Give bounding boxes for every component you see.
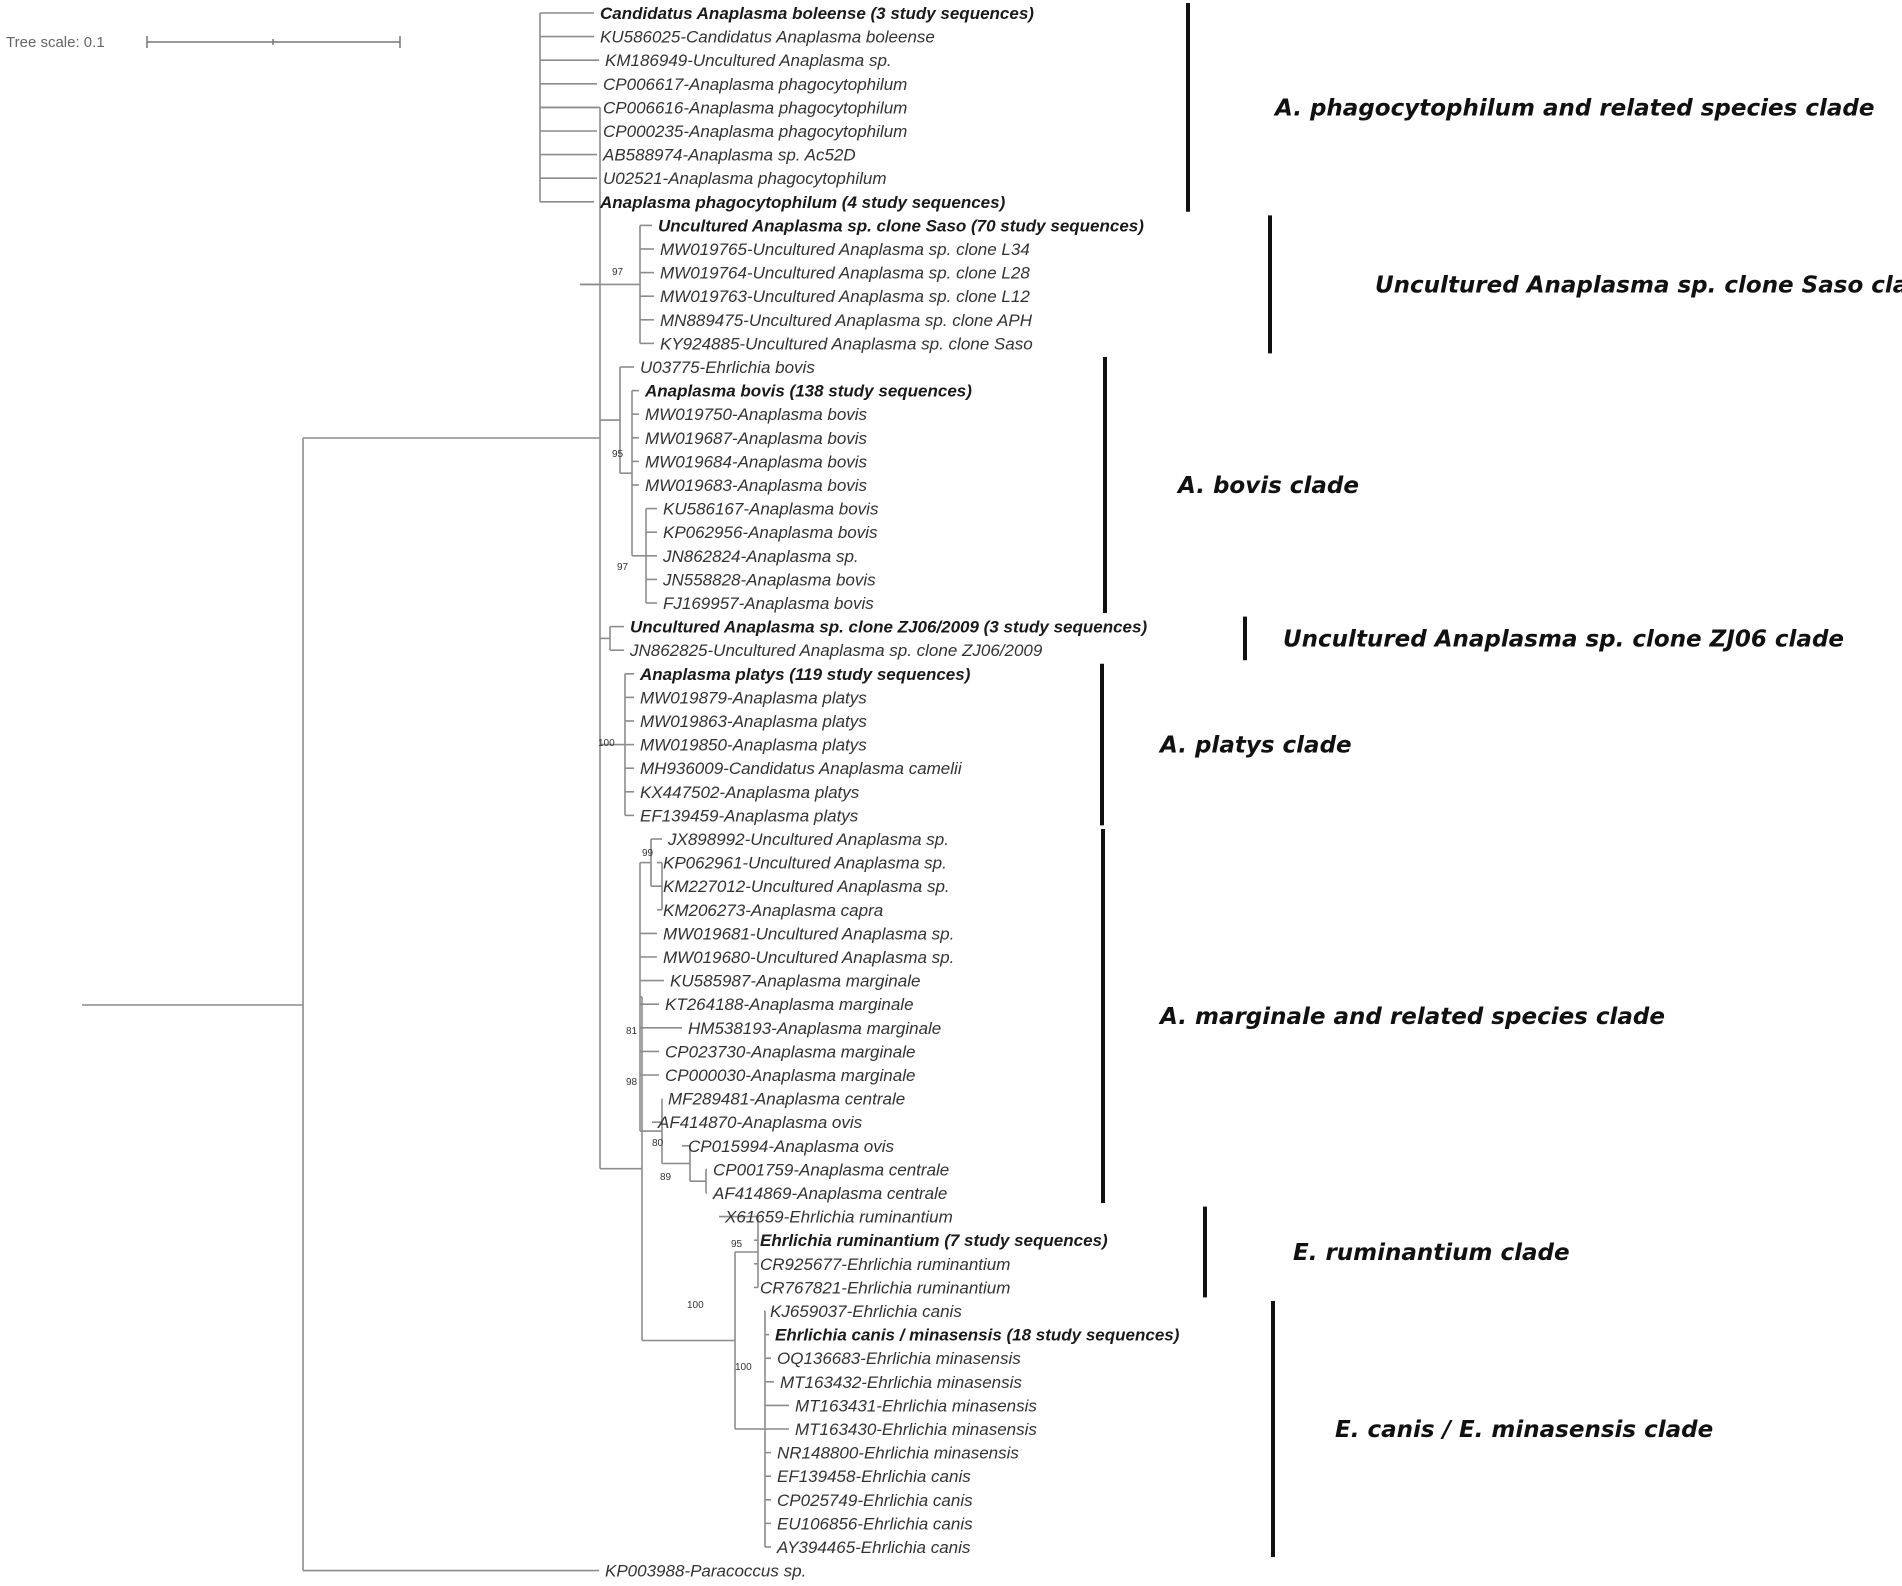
leaf-label: MW019764-Uncultured Anaplasma sp. clone … bbox=[660, 264, 1030, 283]
support-value: 95 bbox=[731, 1239, 743, 1250]
leaf-label: KP062961-Uncultured Anaplasma sp. bbox=[663, 854, 947, 873]
leaf-label: CP000235-Anaplasma phagocytophilum bbox=[603, 122, 907, 141]
leaf-label: KU585987-Anaplasma marginale bbox=[670, 972, 920, 991]
leaf-label: MT163430-Ehrlichia minasensis bbox=[795, 1420, 1037, 1439]
leaf-label: MF289481-Anaplasma centrale bbox=[668, 1090, 905, 1109]
leaf-label: KT264188-Anaplasma marginale bbox=[665, 995, 914, 1014]
leaf-label: U02521-Anaplasma phagocytophilum bbox=[603, 169, 887, 188]
leaf-label: CP006616-Anaplasma phagocytophilum bbox=[603, 98, 907, 117]
leaf-label: Candidatus Anaplasma boleense (3 study s… bbox=[600, 4, 1034, 23]
leaf-label: KX447502-Anaplasma platys bbox=[640, 783, 860, 802]
support-value: 80 bbox=[652, 1138, 664, 1149]
support-value: 95 bbox=[612, 449, 624, 460]
leaf-label: KJ659037-Ehrlichia canis bbox=[770, 1302, 962, 1321]
leaf-label: AY394465-Ehrlichia canis bbox=[776, 1538, 971, 1557]
leaf-labels: Candidatus Anaplasma boleense (3 study s… bbox=[599, 4, 1180, 1581]
clade-label: E. ruminantium clade bbox=[1293, 1240, 1570, 1266]
clade-label: Uncultured Anaplasma sp. clone ZJ06 clad… bbox=[1283, 626, 1844, 652]
support-value: 100 bbox=[687, 1300, 704, 1311]
support-value: 89 bbox=[660, 1172, 672, 1183]
leaf-label: NR148800-Ehrlichia minasensis bbox=[777, 1444, 1019, 1463]
leaf-label: MW019879-Anaplasma platys bbox=[640, 688, 867, 707]
leaf-label: JN862825-Uncultured Anaplasma sp. clone … bbox=[629, 641, 1043, 660]
leaf-label: OQ136683-Ehrlichia minasensis bbox=[777, 1349, 1021, 1368]
clade-label: A. phagocytophilum and related species c… bbox=[1273, 95, 1874, 121]
leaf-label: MN889475-Uncultured Anaplasma sp. clone … bbox=[660, 311, 1033, 330]
leaf-label: FJ169957-Anaplasma bovis bbox=[663, 594, 874, 613]
leaf-label: CP000030-Anaplasma marginale bbox=[665, 1066, 915, 1085]
clade-label: A. marginale and related species clade bbox=[1158, 1004, 1665, 1030]
support-value: 98 bbox=[626, 1077, 638, 1088]
leaf-label: Uncultured Anaplasma sp. clone ZJ06/2009… bbox=[630, 618, 1147, 637]
leaf-label: MW019763-Uncultured Anaplasma sp. clone … bbox=[660, 287, 1030, 306]
support-value: 81 bbox=[626, 1026, 638, 1037]
tree-scale: Tree scale: 0.1 bbox=[6, 34, 401, 51]
leaf-label: CP023730-Anaplasma marginale bbox=[665, 1042, 915, 1061]
leaf-label: KM206273-Anaplasma capra bbox=[663, 901, 883, 920]
leaf-label: AF414869-Anaplasma centrale bbox=[712, 1184, 947, 1203]
leaf-label: EU106856-Ehrlichia canis bbox=[777, 1514, 973, 1533]
tree-scale-label: Tree scale: 0.1 bbox=[6, 34, 105, 51]
support-value: 100 bbox=[735, 1362, 752, 1373]
leaf-label: KU586167-Anaplasma bovis bbox=[663, 500, 879, 519]
leaf-label: MH936009-Candidatus Anaplasma camelii bbox=[640, 759, 963, 778]
leaf-label: MW019684-Anaplasma bovis bbox=[645, 452, 868, 471]
leaf-label: MW019680-Uncultured Anaplasma sp. bbox=[663, 948, 954, 967]
leaf-label: Anaplasma phagocytophilum (4 study seque… bbox=[599, 193, 1006, 212]
leaf-label: EF139458-Ehrlichia canis bbox=[777, 1467, 971, 1486]
leaf-label: MW019765-Uncultured Anaplasma sp. clone … bbox=[660, 240, 1030, 259]
leaf-label: JN862824-Anaplasma sp. bbox=[662, 547, 859, 566]
clade-annotations: A. phagocytophilum and related species c… bbox=[1100, 3, 1902, 1557]
support-value: 97 bbox=[617, 562, 629, 573]
support-value: 97 bbox=[612, 267, 624, 278]
leaf-label: CP015994-Anaplasma ovis bbox=[688, 1137, 895, 1156]
leaf-label: JX898992-Uncultured Anaplasma sp. bbox=[667, 830, 949, 849]
leaf-label: JN558828-Anaplasma bovis bbox=[662, 570, 876, 589]
leaf-label: Ehrlichia canis / minasensis (18 study s… bbox=[775, 1326, 1180, 1345]
leaf-label: CR767821-Ehrlichia ruminantium bbox=[760, 1278, 1010, 1297]
leaf-label: KP062956-Anaplasma bovis bbox=[663, 523, 878, 542]
leaf-label: Uncultured Anaplasma sp. clone Saso (70 … bbox=[658, 216, 1144, 235]
leaf-label: KU586025-Candidatus Anaplasma boleense bbox=[600, 28, 935, 47]
leaf-label: MW019750-Anaplasma bovis bbox=[645, 405, 868, 424]
leaf-label: HM538193-Anaplasma marginale bbox=[688, 1019, 941, 1038]
support-values: 97 95 97 100 99 81 98 80 89 95 100 100 bbox=[598, 267, 752, 1373]
leaf-label: AB588974-Anaplasma sp. Ac52D bbox=[602, 146, 856, 165]
leaf-label: CP025749-Ehrlichia canis bbox=[777, 1491, 973, 1510]
leaf-label: U03775-Ehrlichia bovis bbox=[640, 358, 815, 377]
leaf-label: EF139459-Anaplasma platys bbox=[640, 806, 859, 825]
leaf-label: AF414870-Anaplasma ovis bbox=[657, 1113, 863, 1132]
leaf-label: MT163431-Ehrlichia minasensis bbox=[795, 1396, 1037, 1415]
clade-label: A. bovis clade bbox=[1176, 473, 1359, 499]
leaf-label: X61659-Ehrlichia ruminantium bbox=[724, 1208, 953, 1227]
clade-label: E. canis / E. minasensis clade bbox=[1335, 1417, 1713, 1443]
leaf-label: CP006617-Anaplasma phagocytophilum bbox=[603, 75, 907, 94]
leaf-label: CP001759-Anaplasma centrale bbox=[713, 1160, 949, 1179]
leaf-label: KY924885-Uncultured Anaplasma sp. clone … bbox=[660, 334, 1033, 353]
tree-branches bbox=[82, 12, 789, 1572]
clade-label: A. platys clade bbox=[1158, 733, 1352, 759]
support-value: 100 bbox=[598, 738, 615, 749]
leaf-label: MW019687-Anaplasma bovis bbox=[645, 429, 868, 448]
leaf-label: KM227012-Uncultured Anaplasma sp. bbox=[663, 877, 950, 896]
leaf-label: CR925677-Ehrlichia ruminantium bbox=[760, 1255, 1010, 1274]
leaf-label: MW019850-Anaplasma platys bbox=[640, 736, 867, 755]
leaf-label: MW019683-Anaplasma bovis bbox=[645, 476, 868, 495]
clade-label: Uncultured Anaplasma sp. clone Saso clad… bbox=[1375, 272, 1902, 298]
leaf-label: MW019863-Anaplasma platys bbox=[640, 712, 867, 731]
leaf-label: KM186949-Uncultured Anaplasma sp. bbox=[605, 51, 892, 70]
leaf-label: MT163432-Ehrlichia minasensis bbox=[780, 1373, 1022, 1392]
leaf-label: Ehrlichia ruminantium (7 study sequences… bbox=[760, 1231, 1108, 1250]
leaf-label: Anaplasma bovis (138 study sequences) bbox=[644, 382, 972, 401]
leaf-label: Anaplasma platys (119 study sequences) bbox=[639, 665, 971, 684]
leaf-label: KP003988-Paracoccus sp. bbox=[605, 1562, 806, 1581]
support-value: 99 bbox=[642, 848, 654, 859]
leaf-label: MW019681-Uncultured Anaplasma sp. bbox=[663, 924, 954, 943]
